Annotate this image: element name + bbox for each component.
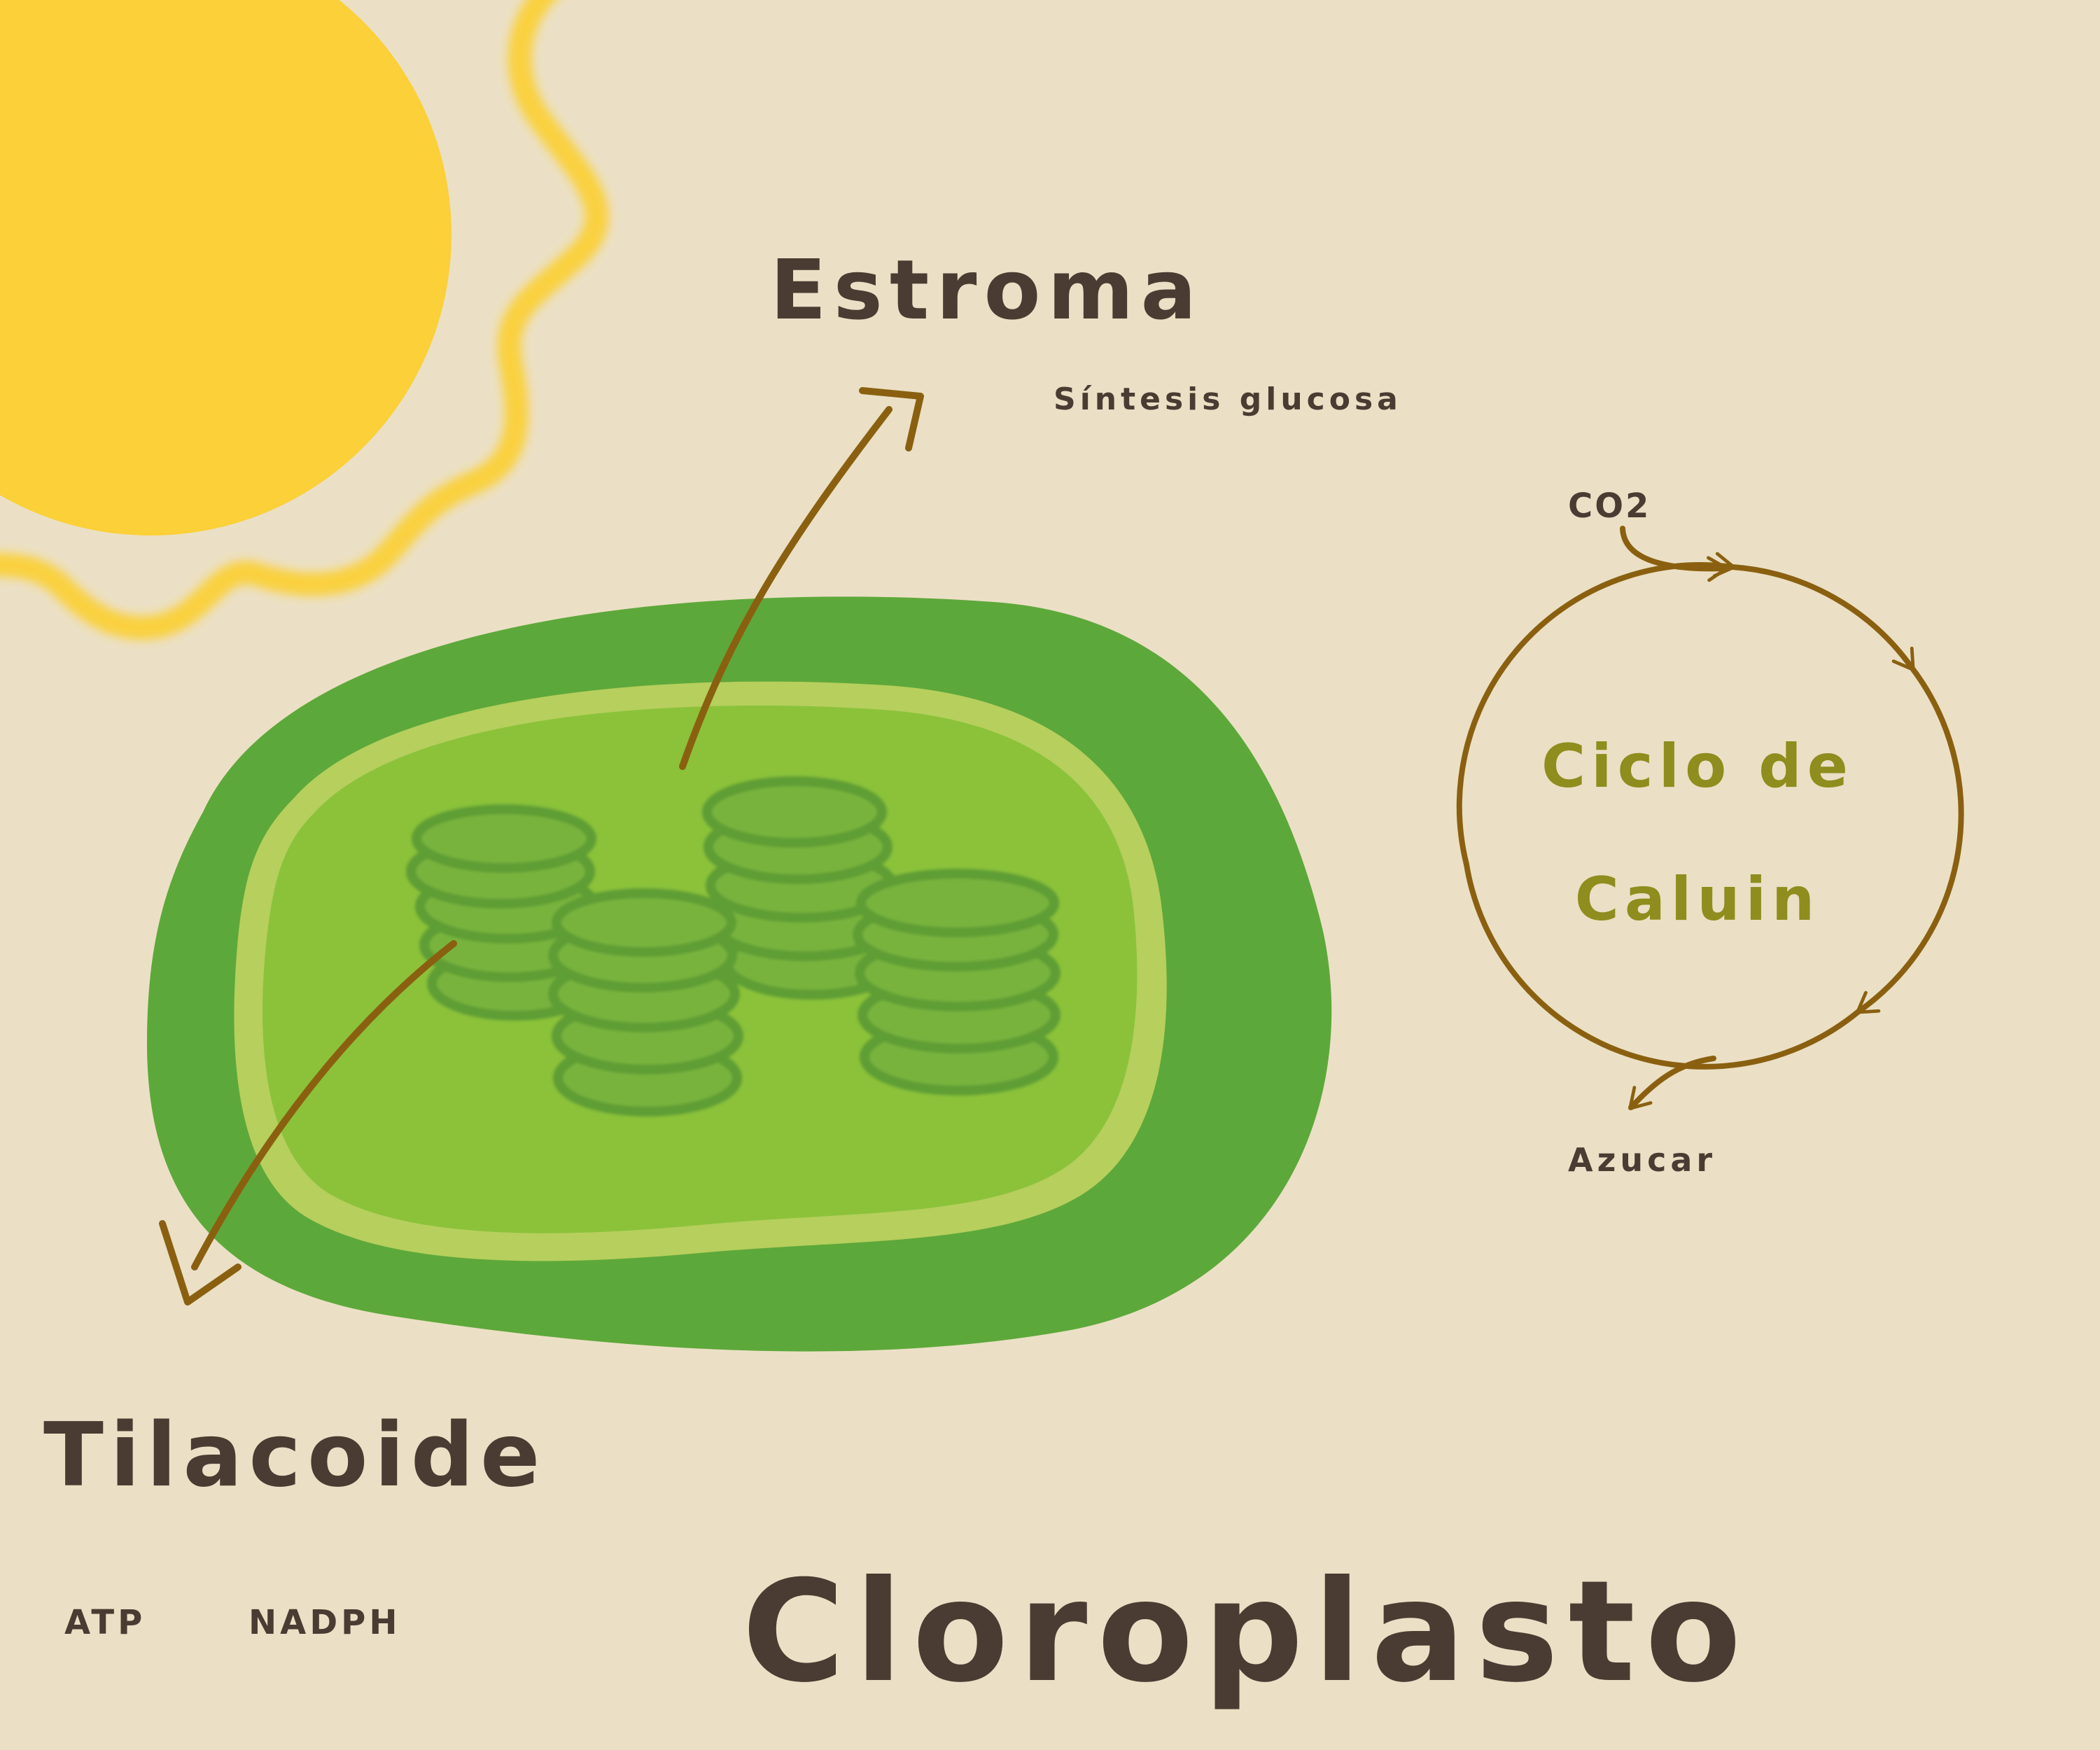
granum-1 [406,804,602,1021]
arrow-to-estroma-head [859,387,924,451]
diagram-title: Cloroplasto [742,1550,1751,1714]
sugar-output-arrow [1628,1056,1716,1110]
calvin-cycle-name-line-2: Caluin [1574,864,1821,934]
cycle-arc-right [1855,666,1964,1014]
chloroplast-body [147,596,1332,1352]
calvin-cycle-name-line-1: Ciclo de [1541,732,1854,802]
cycle-arc-bottom [1464,862,1861,1070]
grana-stacks [406,776,1060,1116]
thylakoid-product-atp: ATP [64,1603,146,1642]
stroma-label: Estroma [770,241,1204,338]
co2-input-arrow [1620,526,1729,582]
calvin-cycle-diagram [1456,526,1964,1110]
arrow-to-estroma [679,406,892,770]
sun-disc [0,0,451,536]
granum-4 [853,869,1060,1096]
label-arrows [159,387,924,1306]
cycle-arc-top [1730,564,1915,672]
granum-3 [548,888,743,1116]
sun-icon [0,0,609,640]
stroma-description: Síntesis glucosa [1054,382,1402,417]
arrow-to-tilacoide-head [159,1220,241,1306]
calvin-input-label: CO2 [1568,486,1651,526]
sun-rays-outline [0,0,609,640]
calvin-output-label: Azucar [1568,1141,1717,1179]
arrow-to-tilacoide [191,940,457,1270]
thylakoid-label: Tilacoide [43,1404,547,1506]
calvin-cycle-name: Ciclo de Caluin [1505,700,1890,966]
thylakoid-product-nadph: NADPH [248,1603,401,1642]
cycle-arc-left [1456,552,1736,867]
